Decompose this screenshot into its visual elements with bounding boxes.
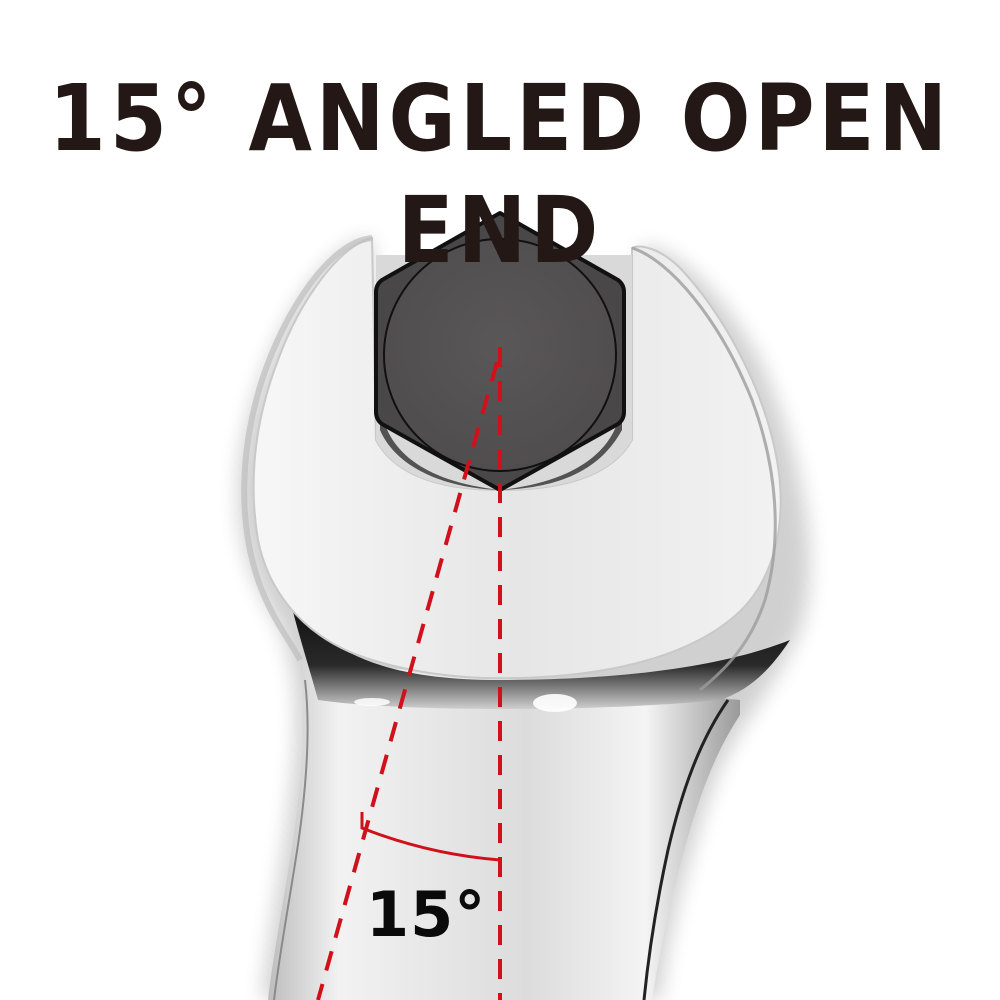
wrench-shaft: [268, 660, 740, 1000]
shaft-right-edge: [642, 699, 730, 1000]
angle-guides: [316, 347, 502, 1000]
head-right-rim: [631, 246, 777, 692]
neck-highlight-left: [354, 698, 390, 706]
head-outer-rim: [241, 235, 373, 662]
neck-highlight-right: [533, 694, 577, 712]
wrench-neck: [290, 600, 790, 709]
headline: 15° ANGLED OPEN END: [48, 66, 952, 285]
angled-guide-line: [316, 361, 499, 1000]
angle-label: 15°: [366, 878, 487, 951]
angle-arc: [360, 812, 501, 862]
shaft-left-edge: [273, 679, 309, 1000]
